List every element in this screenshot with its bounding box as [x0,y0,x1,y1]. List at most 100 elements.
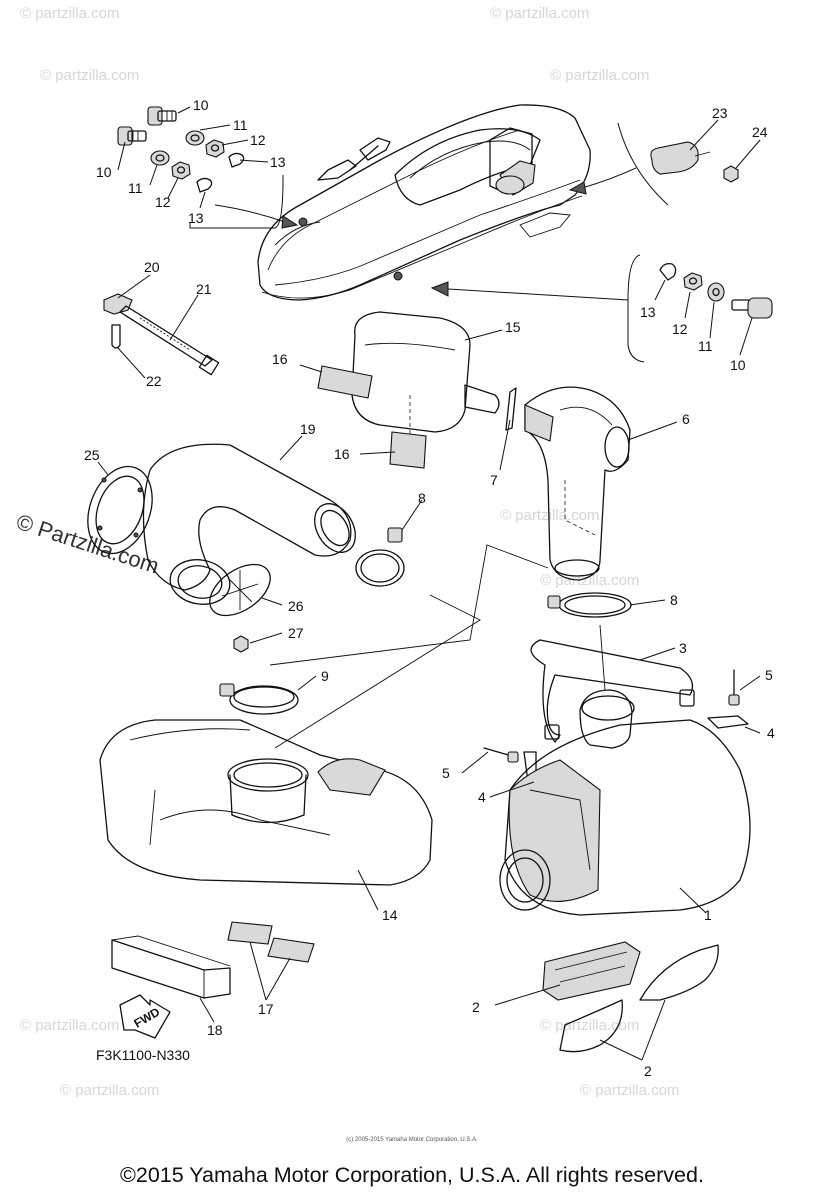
clamp-9 [219,683,299,715]
fwd-label: FWD [132,1005,163,1031]
callout-2-upper: 2 [472,999,480,1015]
watercraft-illustration [257,104,591,301]
callout-7: 7 [490,472,498,488]
callout-20: 20 [144,259,160,275]
callout-21: 21 [196,281,212,297]
gasket-26 [209,563,271,617]
callout-10-lower: 10 [96,164,112,180]
callout-4-upper: 4 [767,725,775,741]
watermark-text: © partzilla.com [60,1082,159,1099]
nut-12-upper [205,139,225,158]
callout-4-lower: 4 [478,789,486,805]
arrow-head [430,281,449,297]
washer-11-right [707,282,725,302]
bolt-10-lower [117,126,147,146]
watermark-text: © partzilla.com [20,5,119,22]
callout-5-upper: 5 [765,667,773,683]
callout-22: 22 [146,373,162,389]
clip-13-right [659,262,677,281]
callout-labels: 10 11 12 13 10 11 12 13 23 24 13 12 11 1… [84,97,775,1079]
rivet-5-lower [483,747,519,763]
callout-14: 14 [382,907,398,923]
callout-9: 9 [321,668,329,684]
ring-25 [87,465,153,555]
callout-6: 6 [682,411,690,427]
watermark-layer: © partzilla.com © partzilla.com © partzi… [13,5,679,1099]
callout-13-upper: 13 [270,154,286,170]
watermark-text: © partzilla.com [580,1082,679,1099]
callout-19: 19 [300,421,316,437]
bolt-10-upper [147,106,177,126]
callout-11-right: 11 [698,338,713,354]
hardware-group-right [430,254,773,363]
arrow-head [281,215,299,229]
watermark-text: © partzilla.com [500,507,599,524]
diagram-code: F3K1100-N330 [96,1047,190,1063]
sponge-17 [227,921,315,963]
silencer-box-15 [351,311,471,433]
hose-6 [524,386,631,581]
sponge-16-lower [389,431,427,469]
bolt-10-right [731,299,751,311]
callout-15: 15 [505,319,521,335]
bracket-4-upper [707,715,749,729]
forward-direction-arrow: FWD [119,994,171,1039]
washer-11-lower [150,150,170,166]
watermark-text: © partzilla.com [40,67,139,84]
pad-2-upper [542,941,641,1001]
nut-12-hole [176,166,186,174]
callout-3: 3 [679,640,687,656]
bracket-line [617,122,669,206]
callout-1: 1 [704,907,712,923]
leader-lines [97,106,761,1061]
washer-11-hole [155,154,165,162]
callout-10-upper: 10 [193,97,209,113]
callout-8-lower: 8 [670,592,678,608]
washer-11-hole [190,134,200,142]
nozzle-cover-23 [650,141,699,175]
hardware-group-top-right [568,122,739,206]
watermark-text: © partzilla.com [540,572,639,589]
callout-12-right: 12 [672,321,688,337]
bracket-line [627,254,645,363]
clip-13-lower [196,177,213,193]
rivet-5-upper [728,669,740,706]
nut-12-right [683,272,703,291]
nut-12-lower [171,161,191,180]
nut-24 [723,165,739,183]
arrow-head [568,181,587,195]
arrow-line [447,288,629,301]
nut-27 [233,635,249,653]
callout-13-lower: 13 [188,210,204,226]
clamp-8-right [547,592,632,618]
clip-7 [505,387,517,431]
callout-13-right: 13 [640,304,656,320]
small-copyright: (c) 2005-2015 Yamaha Motor Corporation, … [346,1137,478,1143]
rivet-22 [111,324,121,349]
copyright-footer: ©2015 Yamaha Motor Corporation, U.S.A. A… [120,1163,704,1187]
clip-13-upper [228,152,245,168]
callout-2-lower: 2 [644,1063,652,1079]
callout-5-lower: 5 [442,765,450,781]
exhaust-pipe-19 [142,443,356,605]
callout-24: 24 [752,124,768,140]
watermark-text: © partzilla.com [490,5,589,22]
assembly-lines [269,544,606,749]
callout-10-right: 10 [730,357,746,373]
sponge-18 [111,935,231,999]
callout-16-upper: 16 [272,351,288,367]
bolt-10-head [747,297,773,319]
sponge-16-upper [317,365,373,399]
water-lock-14 [99,719,433,886]
watermark-text: © partzilla.com [550,67,649,84]
nut-12-hole [210,144,220,152]
callout-27: 27 [288,625,304,641]
callout-11-lower: 11 [128,180,143,196]
callout-26: 26 [288,598,304,614]
callout-11-upper: 11 [233,117,248,133]
arrow-line [581,167,637,189]
watermark-text: © partzilla.com [540,1017,639,1034]
nut-12-hole [688,277,698,285]
silencer-box-group [317,311,500,469]
washer-11-upper [185,130,205,146]
